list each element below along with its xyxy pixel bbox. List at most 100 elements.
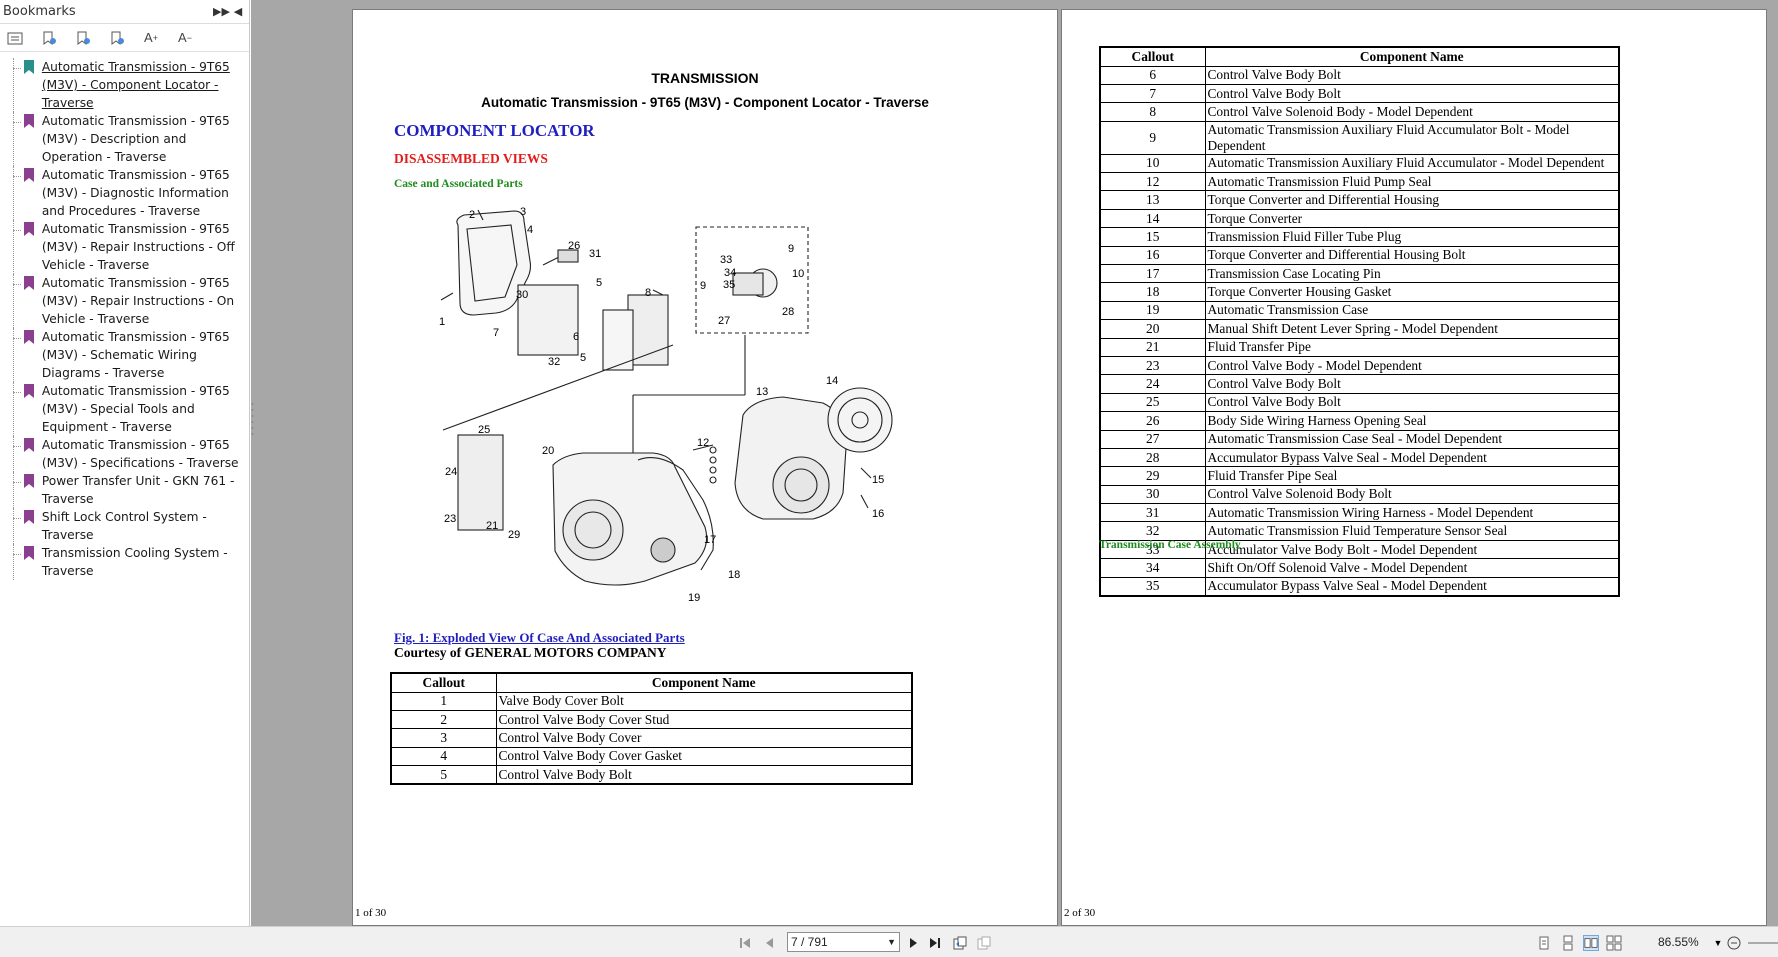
bookmark-item[interactable]: Automatic Transmission - 9T65 (M3V) - Sc… — [8, 328, 249, 382]
delete-bookmark-icon[interactable] — [108, 30, 126, 46]
zoom-level[interactable]: 86.55% — [1658, 935, 1699, 949]
bookmarks-list: Automatic Transmission - 9T65 (M3V) - Co… — [0, 52, 249, 580]
component-name-header: Component Name — [1204, 46, 1620, 67]
tree-connector — [8, 274, 21, 328]
component-name-cell: Body Side Wiring Harness Opening Seal — [1204, 411, 1620, 431]
first-page-icon[interactable] — [737, 935, 753, 951]
bookmark-icon — [23, 384, 34, 398]
zoom-dropdown-icon[interactable]: ▼ — [1713, 938, 1723, 948]
continuous-view-icon[interactable] — [1560, 935, 1576, 951]
next-page-icon[interactable] — [905, 935, 921, 951]
callout-cell: 5 — [390, 765, 497, 785]
expand-bookmark-icon[interactable] — [74, 30, 92, 46]
facing-view-icon[interactable] — [1583, 935, 1599, 951]
tree-connector — [8, 58, 21, 112]
bookmark-item[interactable]: Automatic Transmission - 9T65 (M3V) - Co… — [8, 58, 249, 112]
bookmark-options-icon[interactable] — [6, 30, 24, 46]
expand-panel-icon[interactable]: ▶▶ — [213, 5, 230, 18]
component-name-cell: Manual Shift Detent Lever Spring - Model… — [1204, 319, 1620, 339]
callout-cell: 20 — [1099, 319, 1206, 339]
diagram-callout: 5 — [596, 277, 602, 289]
component-name-cell: Control Valve Solenoid Body - Model Depe… — [1204, 102, 1620, 122]
collapse-panel-icon[interactable]: ◀ — [233, 5, 243, 18]
bookmark-icon — [23, 276, 34, 290]
callout-cell: 9 — [1099, 120, 1206, 155]
zoom-out-icon[interactable] — [1726, 935, 1742, 951]
chevron-down-icon[interactable]: ▼ — [887, 937, 896, 947]
bookmark-item[interactable]: Automatic Transmission - 9T65 (M3V) - Sp… — [8, 436, 249, 472]
component-name-cell: Control Valve Body Bolt — [495, 765, 913, 785]
bookmark-item[interactable]: Automatic Transmission - 9T65 (M3V) - De… — [8, 112, 249, 166]
bookmark-icon — [23, 546, 34, 560]
bookmark-label: Automatic Transmission - 9T65 (M3V) - Co… — [41, 60, 230, 110]
tree-connector — [8, 328, 21, 382]
single-page-view-icon[interactable] — [1536, 935, 1552, 951]
component-name-cell: Automatic Transmission Auxiliary Fluid A… — [1204, 153, 1620, 174]
diagram-callout: 34 — [724, 267, 736, 279]
component-name-cell: Accumulator Bypass Valve Seal - Model De… — [1204, 576, 1620, 597]
bookmark-item[interactable]: Shift Lock Control System - Traverse — [8, 508, 249, 544]
diagram-callout: 2 — [469, 209, 475, 221]
previous-page-icon[interactable] — [762, 935, 778, 951]
panel-splitter[interactable] — [250, 398, 255, 448]
previous-view-icon[interactable] — [952, 935, 968, 951]
bookmark-label: Shift Lock Control System - Traverse — [41, 510, 207, 542]
page-number-value: 7 / 791 — [791, 935, 828, 949]
bookmark-item[interactable]: Automatic Transmission - 9T65 (M3V) - Re… — [8, 274, 249, 328]
page-number-input[interactable]: 7 / 791 ▼ — [787, 932, 900, 952]
callout-cell: 25 — [1099, 392, 1206, 413]
bookmarks-header: Bookmarks ▶▶ ◀ — [0, 0, 249, 24]
component-name-cell: Accumulator Bypass Valve Seal - Model De… — [1204, 447, 1620, 468]
component-name-cell: Fluid Transfer Pipe Seal — [1204, 466, 1620, 486]
table-header-row: Callout Component Name — [1099, 46, 1620, 67]
component-name-cell: Automatic Transmission Auxiliary Fluid A… — [1204, 120, 1620, 155]
bookmark-item[interactable]: Automatic Transmission - 9T65 (M3V) - Re… — [8, 220, 249, 274]
bookmark-item[interactable]: Automatic Transmission - 9T65 (M3V) - Sp… — [8, 382, 249, 436]
diagram-callout: 28 — [782, 306, 794, 318]
callout-cell: 15 — [1099, 227, 1206, 247]
decrease-font-icon[interactable]: A− — [178, 30, 192, 45]
diagram-callout: 35 — [723, 279, 735, 291]
bookmark-item[interactable]: Transmission Cooling System - Traverse — [8, 544, 249, 580]
component-name-cell: Control Valve Body Cover — [495, 728, 913, 748]
table-header-row: Callout Component Name — [390, 672, 913, 693]
increase-font-icon[interactable]: A+ — [144, 30, 158, 45]
bookmark-label: Automatic Transmission - 9T65 (M3V) - Re… — [41, 276, 235, 326]
bookmark-item[interactable]: Power Transfer Unit - GKN 761 - Traverse — [8, 472, 249, 508]
component-name-cell: Control Valve Body Cover Gasket — [495, 746, 913, 767]
last-page-icon[interactable] — [927, 935, 943, 951]
figure-caption[interactable]: Fig. 1: Exploded View Of Case And Associ… — [394, 630, 685, 645]
zoom-slider[interactable] — [1748, 935, 1778, 951]
document-area[interactable]: TRANSMISSION Automatic Transmission - 9T… — [251, 0, 1778, 926]
continuous-facing-view-icon[interactable] — [1606, 935, 1622, 951]
tree-connector — [8, 436, 21, 472]
callout-cell: 12 — [1099, 172, 1206, 192]
component-name-cell: Automatic Transmission Wiring Harness - … — [1204, 503, 1620, 523]
next-view-icon[interactable] — [976, 935, 992, 951]
add-bookmark-icon[interactable] — [40, 30, 58, 46]
figure-label: Case and Associated Parts — [394, 178, 523, 190]
diagram-callout: 13 — [756, 386, 768, 398]
component-name-cell: Fluid Transfer Pipe — [1204, 337, 1620, 357]
callout-cell: 14 — [1099, 208, 1206, 229]
bookmark-item[interactable]: Automatic Transmission - 9T65 (M3V) - Di… — [8, 166, 249, 220]
callout-cell: 17 — [1099, 264, 1206, 284]
